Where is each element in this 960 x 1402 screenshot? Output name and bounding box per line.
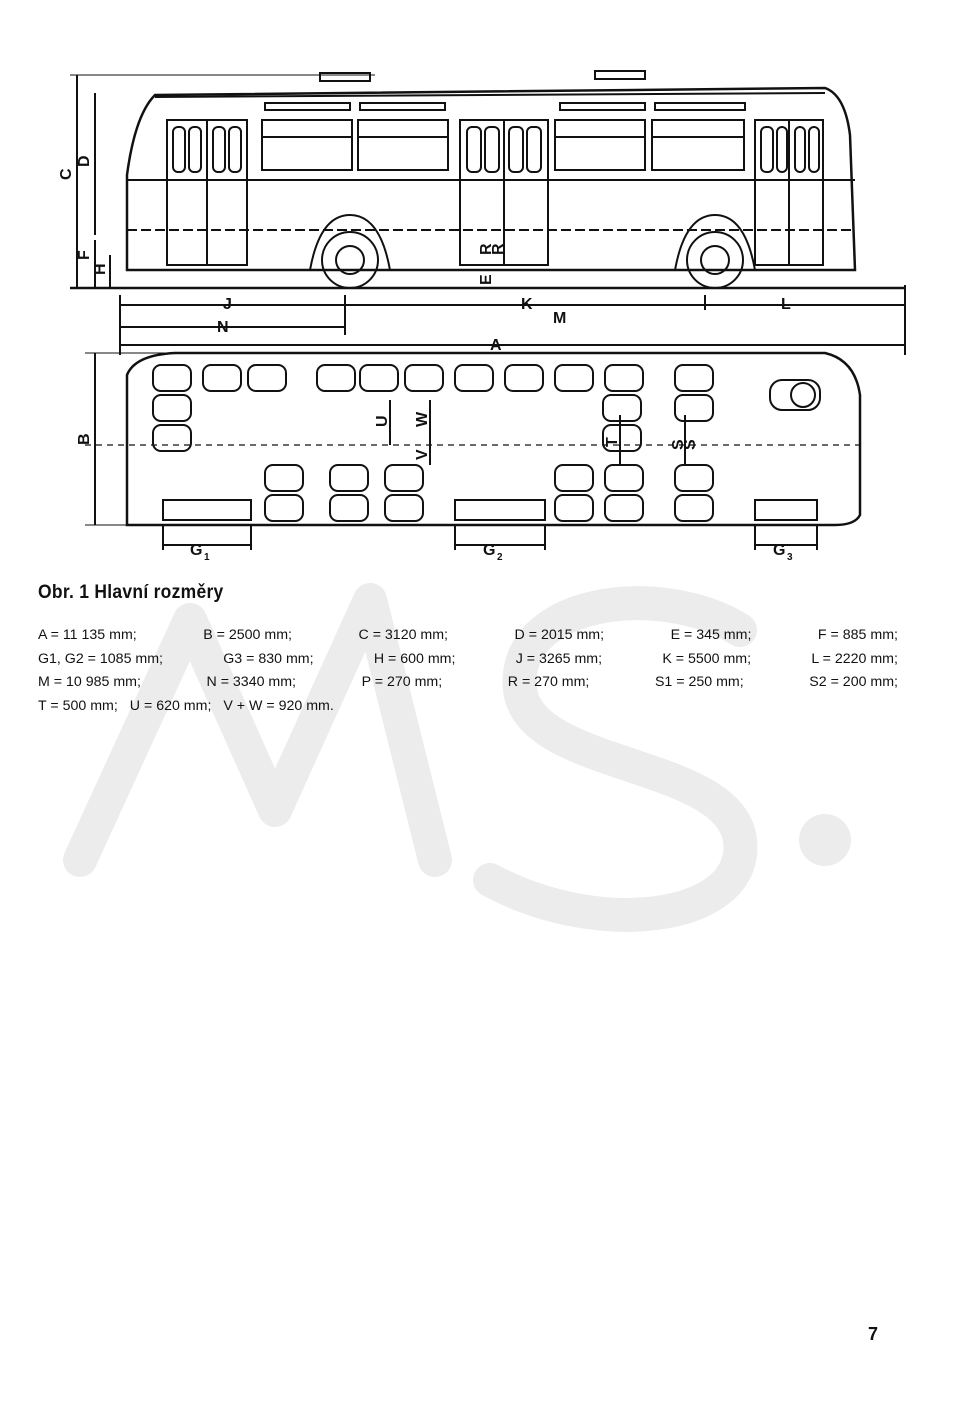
label-N: N — [217, 319, 229, 336]
dim-K: K = 5500 mm; — [662, 650, 752, 667]
label-G3: G — [773, 542, 785, 559]
dim-P: P = 270 mm; — [361, 674, 443, 690]
label-G2: G — [483, 542, 495, 559]
label-J: J — [223, 296, 232, 313]
dim-F: F = 885 mm; — [817, 627, 898, 643]
label-G1: G — [190, 542, 202, 559]
dim-S2: S2 = 200 mm; — [809, 674, 898, 690]
page-number: 7 — [868, 1324, 879, 1344]
dim-N: N = 3340 mm; — [206, 674, 297, 690]
label-T: T — [604, 437, 621, 447]
dim-R: R = 270 mm; — [507, 674, 590, 690]
figure-caption: Obr. 1 Hlavní rozměry — [38, 582, 224, 603]
dim-E: E = 345 mm; — [670, 627, 752, 643]
label-V: V — [414, 449, 431, 460]
label-L: L — [781, 296, 791, 313]
label-G1-sub: 1 — [204, 552, 210, 563]
dimensions-line-3: M = 10 985 mm; N = 3340 mm; P = 270 mm; … — [38, 671, 898, 695]
label-R2: R — [490, 243, 507, 255]
bus-dimension-drawing: C D F H E R R J K L M N A B U W V T S S … — [58, 70, 906, 563]
label-D: D — [76, 155, 93, 167]
label-U: U — [374, 415, 391, 427]
label-R1: R — [478, 243, 495, 255]
dim-J: J = 3265 mm; — [515, 650, 603, 667]
label-E: E — [478, 274, 495, 285]
dimensions-list: A = 11 135 mm; B = 2500 mm; C = 3120 mm;… — [38, 624, 898, 718]
dim-M: M = 10 985 mm; — [38, 674, 141, 690]
label-S1: S — [670, 439, 687, 450]
dim-H: H = 600 mm; — [373, 650, 456, 667]
label-K: K — [521, 296, 533, 313]
label-A: A — [490, 337, 502, 354]
label-F: F — [76, 250, 93, 260]
dimensions-line-1: A = 11 135 mm; B = 2500 mm; C = 3120 mm;… — [38, 624, 898, 648]
dim-D: D = 2015 mm; — [514, 627, 605, 643]
watermark-logo — [63, 583, 851, 932]
label-S2: S — [682, 439, 699, 450]
label-G2-sub: 2 — [497, 552, 503, 563]
label-B: B — [76, 433, 93, 445]
dim-G1-G2: G1, G2 = 1085 mm; — [38, 650, 163, 667]
dim-B: B = 2500 mm; — [203, 627, 292, 643]
dim-C: C = 3120 mm; — [358, 627, 449, 643]
dim-A: A = 11 135 mm; — [38, 627, 137, 643]
dimensions-line-2: G1, G2 = 1085 mm; G3 = 830 mm; H = 600 m… — [38, 648, 898, 672]
dim-V-W: V + W = 920 mm. — [223, 697, 334, 714]
label-H: H — [92, 263, 109, 275]
label-M: M — [553, 310, 566, 327]
dimensions-line-4: T = 500 mm; U = 620 mm; V + W = 920 mm. — [38, 695, 898, 719]
dim-G3: G3 = 830 mm; — [223, 650, 314, 667]
dim-U: U = 620 mm; — [129, 697, 212, 714]
label-C: C — [58, 168, 75, 180]
dim-L: L = 2220 mm; — [811, 650, 898, 667]
dim-T: T = 500 mm; — [38, 697, 118, 714]
label-W: W — [414, 411, 431, 427]
dim-S1: S1 = 250 mm; — [654, 674, 744, 690]
label-G3-sub: 3 — [787, 552, 793, 563]
